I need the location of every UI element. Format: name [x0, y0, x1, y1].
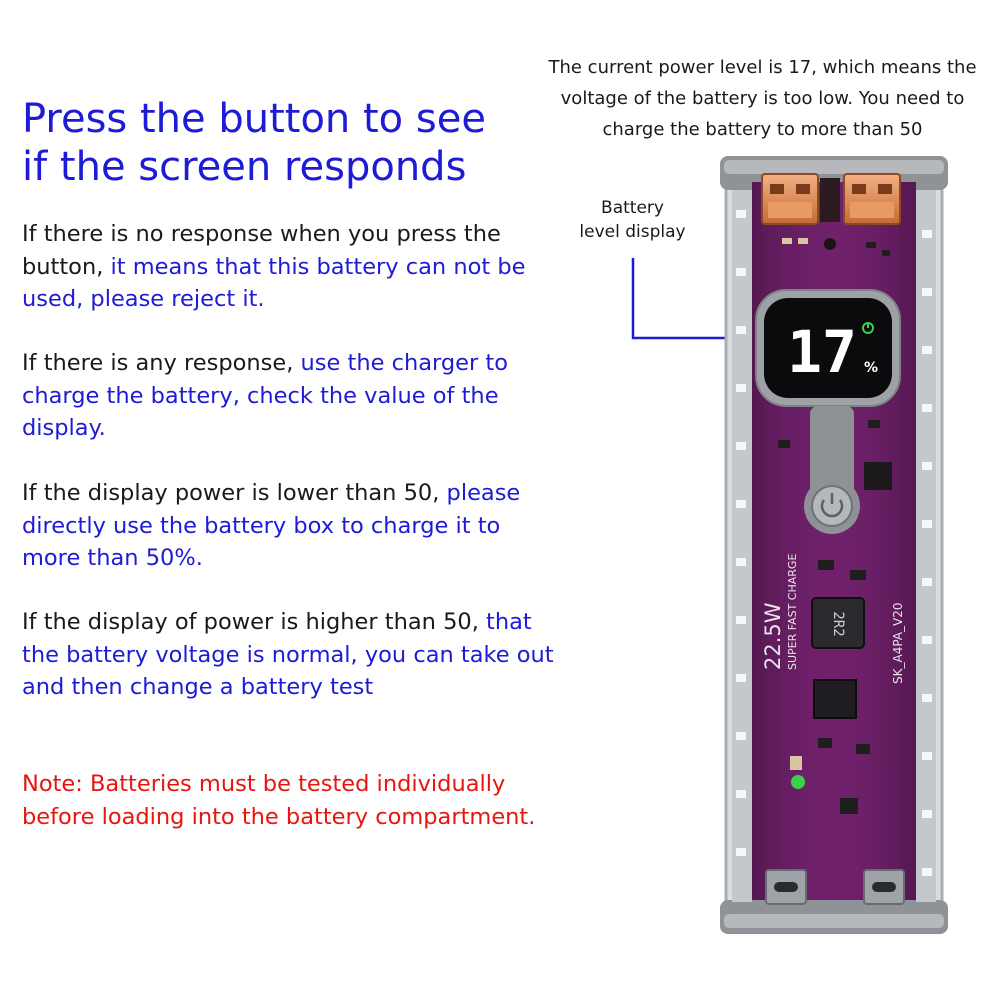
callout-line-1: Battery	[601, 198, 664, 218]
display-unit: %	[864, 360, 878, 376]
charging-indicator-icon	[862, 322, 874, 334]
power-symbol-icon	[820, 493, 844, 518]
board-text-power: 22.5W	[761, 602, 785, 670]
page-title: Press the button to see if the screen re…	[22, 95, 542, 191]
usb-a-port-right-icon	[843, 173, 901, 225]
display-value: 17	[787, 318, 857, 386]
battery-level-callout: Battery level display	[560, 196, 705, 244]
usb-c-port-right-icon	[863, 869, 905, 905]
instruction-plain: If there is no response when you press t…	[22, 221, 501, 280]
board-text-charge: SUPER FAST CHARGE	[786, 554, 799, 670]
instruction-plain: If the display of power is higher than 5…	[22, 609, 487, 635]
note-test-individually: Note: Batteries must be tested individua…	[22, 771, 536, 830]
usb-c-port-left-icon	[765, 869, 807, 905]
title-line-2: if the screen responds	[22, 144, 467, 190]
instruction-highlight: please directly use the battery box to c…	[22, 480, 521, 571]
board-text-model: SK_A4PA_V20	[891, 603, 905, 685]
instruction-plain: If the display power is lower than 50,	[22, 480, 447, 506]
inductor-text: 2R2	[830, 611, 846, 636]
instruction-highlight: use the charger to charge the battery, c…	[22, 350, 508, 441]
title-line-1: Press the button to see	[22, 96, 486, 142]
instruction-no-response: If there is no response when you press t…	[22, 218, 562, 316]
power-button[interactable]	[811, 485, 853, 527]
instruction-highlight: it means that this battery can not be us…	[22, 253, 526, 313]
usb-a-port-left-icon	[761, 173, 819, 225]
instruction-any-response: If there is any response, use the charge…	[22, 347, 562, 445]
power-bank-device: 17 % 2R2 22.5W SUPER FAST CHARGE SK_A4PA…	[720, 156, 948, 934]
instruction-highlight: that the battery voltage is normal, you …	[22, 609, 554, 700]
instruction-higher-than-50: If the display of power is higher than 5…	[22, 606, 562, 704]
inductor	[811, 597, 865, 649]
callout-line-2: level display	[579, 222, 686, 242]
power-level-caption: The current power level is 17, which mea…	[548, 57, 977, 140]
instruction-lower-than-50: If the display power is lower than 50, p…	[22, 477, 562, 575]
instruction-plain: If there is any response,	[22, 350, 301, 376]
battery-level-display	[764, 298, 892, 398]
